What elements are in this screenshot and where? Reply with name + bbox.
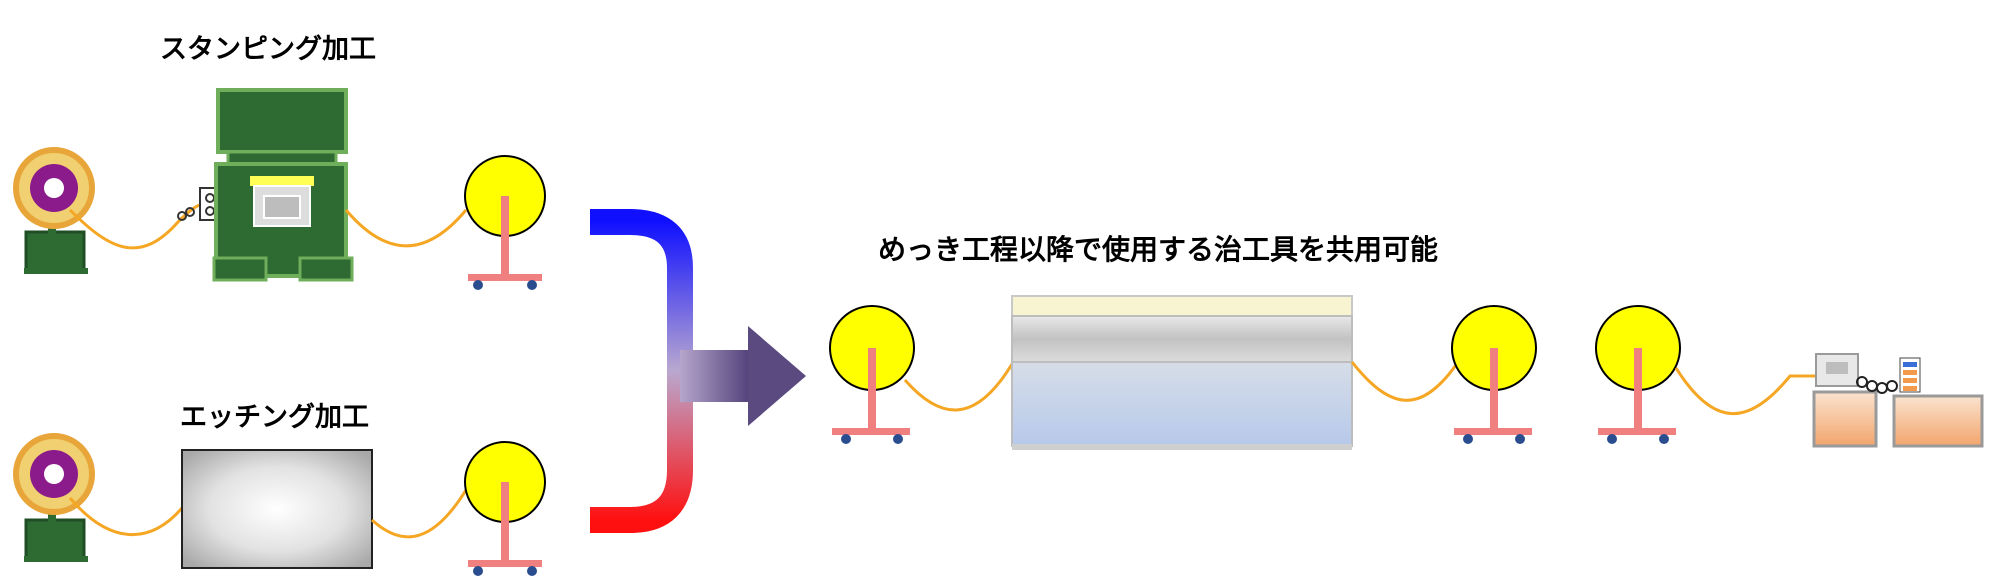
recoiler-icon <box>464 155 546 290</box>
parts-stack-icon <box>1899 357 1921 393</box>
metal-strip <box>68 497 184 537</box>
stamping-label: スタンピング加工 <box>160 34 376 65</box>
cutting-press-icon <box>1812 353 1878 448</box>
shared-tooling-label: めっき工程以降で使用する治工具を共用可能 <box>878 233 1439 266</box>
stamping-press-icon <box>212 88 354 282</box>
recoiler-icon <box>829 305 915 444</box>
metal-strip <box>1674 367 1834 416</box>
metal-strip <box>344 209 468 248</box>
plating-line <box>829 295 1984 450</box>
plating-bath-icon <box>1011 295 1353 450</box>
metal-strip <box>903 363 1014 412</box>
metal-strip <box>68 202 203 250</box>
etching-machine-icon <box>181 449 373 569</box>
uncoiler-icon <box>13 433 95 562</box>
metal-strip <box>1350 361 1458 402</box>
merge-arrow <box>590 209 806 533</box>
recoiler-icon <box>1451 305 1537 444</box>
etching-line <box>13 433 546 576</box>
etching-label: エッチング加工 <box>180 402 369 433</box>
stamping-line <box>13 88 546 290</box>
packing-table-icon <box>1892 394 1984 448</box>
recoiler-icon <box>464 441 546 576</box>
uncoiler-icon <box>13 147 95 274</box>
chain-icon <box>1856 376 1898 394</box>
metal-strip <box>370 489 468 539</box>
uncoiler-reel-icon <box>1595 305 1681 444</box>
